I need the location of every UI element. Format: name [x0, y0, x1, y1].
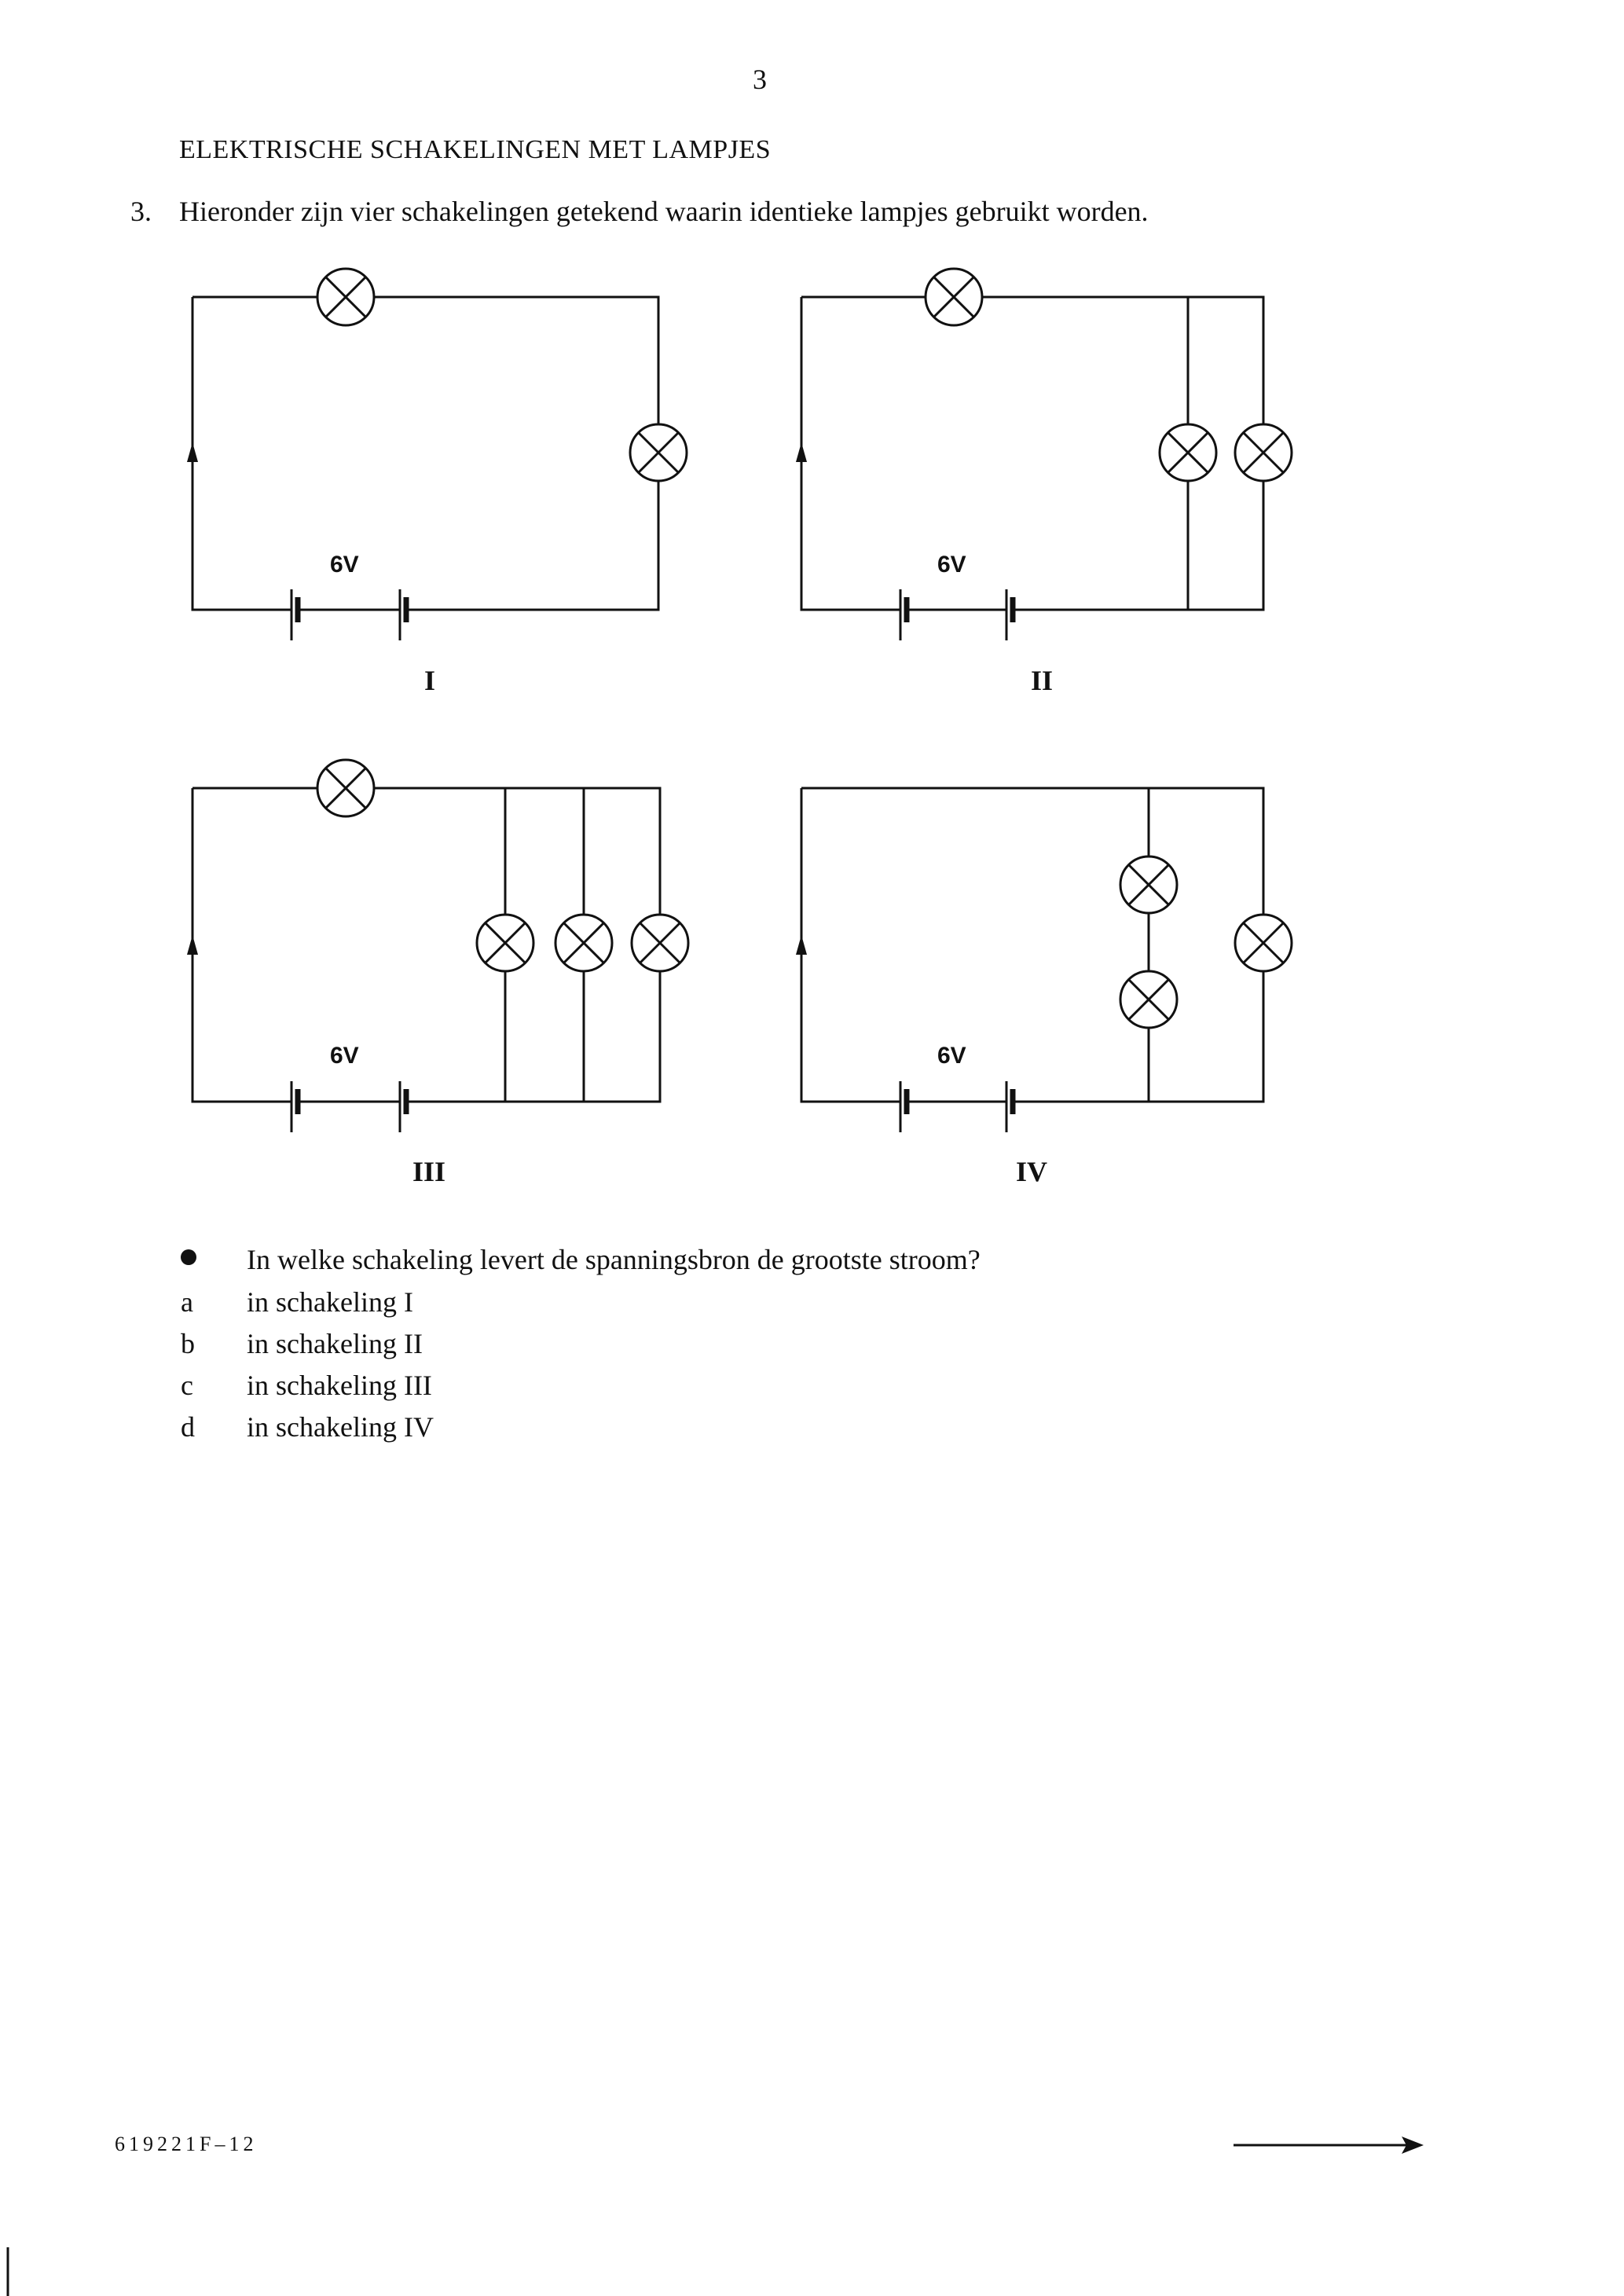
current-arrow-icon — [796, 442, 807, 462]
lamp-icon — [554, 913, 614, 973]
current-arrow-icon — [187, 442, 198, 462]
lamp-icon — [630, 913, 690, 973]
option-letter: c — [181, 1370, 193, 1401]
current-arrow-icon — [796, 935, 807, 955]
section-title: ELEKTRISCHE SCHAKELINGEN MET LAMPJES — [179, 135, 772, 164]
circuit-label: I — [424, 665, 435, 696]
footer-code: 619221F–12 — [115, 2133, 258, 2155]
option-text: in schakeling I — [247, 1286, 413, 1318]
lamp-icon — [1234, 913, 1293, 973]
option-letter: a — [181, 1286, 193, 1318]
voltage-label: 6V — [330, 552, 359, 578]
circuit-4: 6V IV — [796, 787, 1293, 1187]
lamp-icon — [1234, 423, 1293, 482]
arrow-right-icon — [1234, 2136, 1424, 2154]
lamp-icon — [1119, 855, 1179, 915]
circuit-label: IV — [1016, 1156, 1047, 1187]
lamp-icon — [475, 913, 535, 973]
lamp-icon — [316, 267, 376, 327]
voltage-label: 6V — [330, 1043, 359, 1069]
lamp-icon — [924, 267, 984, 327]
lamp-icon — [629, 423, 688, 482]
option-text: in schakeling III — [247, 1370, 432, 1401]
current-arrow-icon — [187, 935, 198, 955]
battery-icon — [290, 1081, 409, 1132]
circuit-3: 6V III — [187, 758, 690, 1187]
circuit-label: III — [412, 1156, 445, 1187]
voltage-label: 6V — [937, 552, 966, 578]
battery-icon — [899, 1081, 1016, 1132]
lamp-icon — [1158, 423, 1218, 482]
question-intro: Hieronder zijn vier schakelingen geteken… — [179, 196, 1149, 227]
battery-icon — [899, 589, 1016, 640]
question-text: In welke schakeling levert de spanningsb… — [247, 1244, 981, 1275]
bullet-icon — [181, 1249, 196, 1265]
voltage-label: 6V — [937, 1043, 966, 1069]
circuit-1: 6V I — [187, 267, 688, 696]
lamp-icon — [1119, 970, 1179, 1029]
battery-icon — [290, 589, 409, 640]
option-text: in schakeling II — [247, 1328, 423, 1359]
lamp-icon — [316, 758, 376, 818]
option-letter: d — [181, 1411, 195, 1443]
option-text: in schakeling IV — [247, 1411, 434, 1443]
page-number: 3 — [753, 64, 767, 95]
option-letter: b — [181, 1328, 195, 1359]
question-number: 3. — [130, 196, 152, 227]
circuit-label: II — [1031, 665, 1053, 696]
circuit-2: 6V II — [796, 267, 1293, 696]
